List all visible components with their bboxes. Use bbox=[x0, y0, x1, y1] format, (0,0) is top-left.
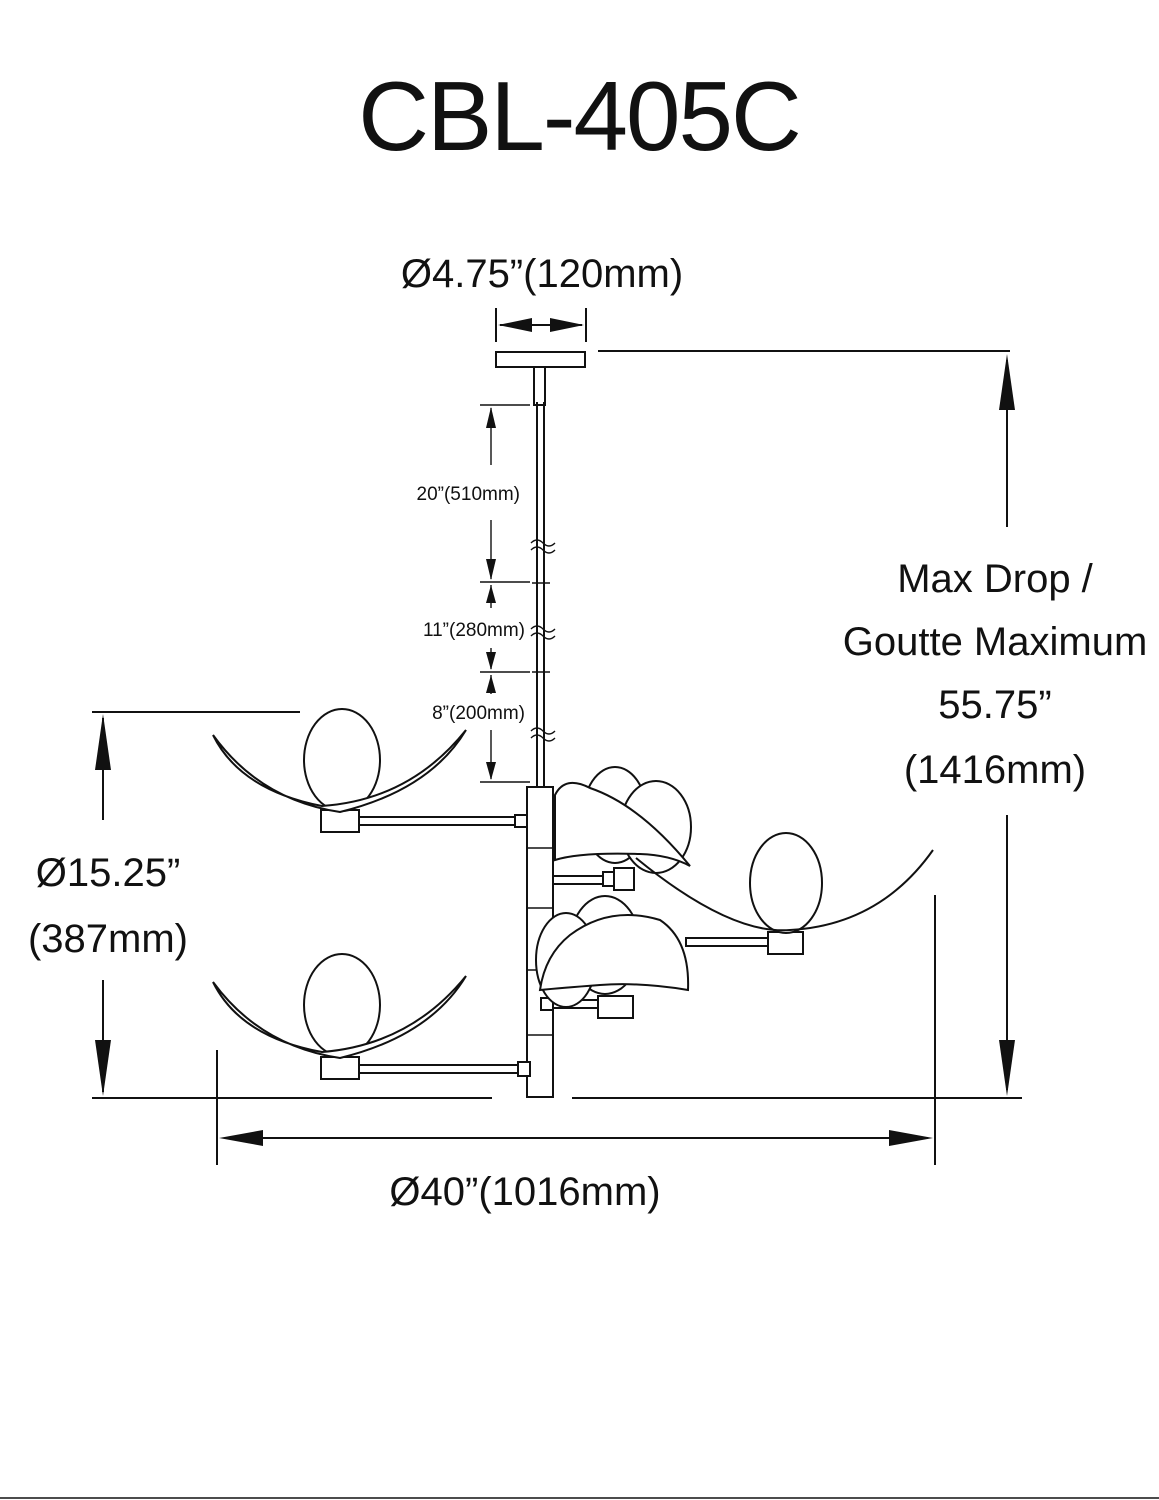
canopy-diameter-label: Ø4.75”(120mm) bbox=[401, 252, 683, 296]
height-line-2: (387mm) bbox=[28, 917, 188, 961]
overall-diameter-label: Ø40”(1016mm) bbox=[389, 1170, 660, 1214]
rod-segment-3-label: 8”(200mm) bbox=[432, 703, 525, 724]
arrowhead bbox=[550, 318, 584, 332]
max-drop-line-1: Max Drop / bbox=[897, 557, 1093, 601]
arm-top-left bbox=[212, 708, 528, 833]
max-drop-line-3: 55.75” bbox=[938, 683, 1051, 727]
main-rod bbox=[530, 402, 556, 790]
max-drop-line-2: Goutte Maximum bbox=[843, 620, 1148, 664]
rod-segment-dimensions: 20”(510mm) 11”(280mm) 8”(200mm) bbox=[417, 404, 530, 783]
rod-segment-2-label: 11”(280mm) bbox=[423, 620, 525, 641]
arm-bottom-left bbox=[212, 953, 531, 1080]
model-title: CBL-405C bbox=[358, 61, 800, 171]
canopy-plate bbox=[495, 351, 586, 368]
canopy-stem bbox=[533, 366, 546, 406]
arrowhead bbox=[498, 318, 532, 332]
height-line-1: Ø15.25” bbox=[36, 851, 181, 895]
arm-top-right bbox=[552, 766, 692, 891]
max-drop-line-4: (1416mm) bbox=[904, 748, 1086, 792]
arm-lower-right bbox=[535, 895, 690, 1019]
rod-segment-1-label: 20”(510mm) bbox=[417, 484, 520, 505]
overall-diameter-dimension: Ø40”(1016mm) bbox=[216, 895, 936, 1214]
max-drop-dimension: Max Drop / Goutte Maximum 55.75” (1416mm… bbox=[572, 350, 1148, 1099]
canopy-dimension: Ø4.75”(120mm) bbox=[401, 252, 683, 342]
height-dimension: Ø15.25” (387mm) bbox=[28, 711, 492, 1099]
arm-far-right bbox=[635, 832, 934, 955]
